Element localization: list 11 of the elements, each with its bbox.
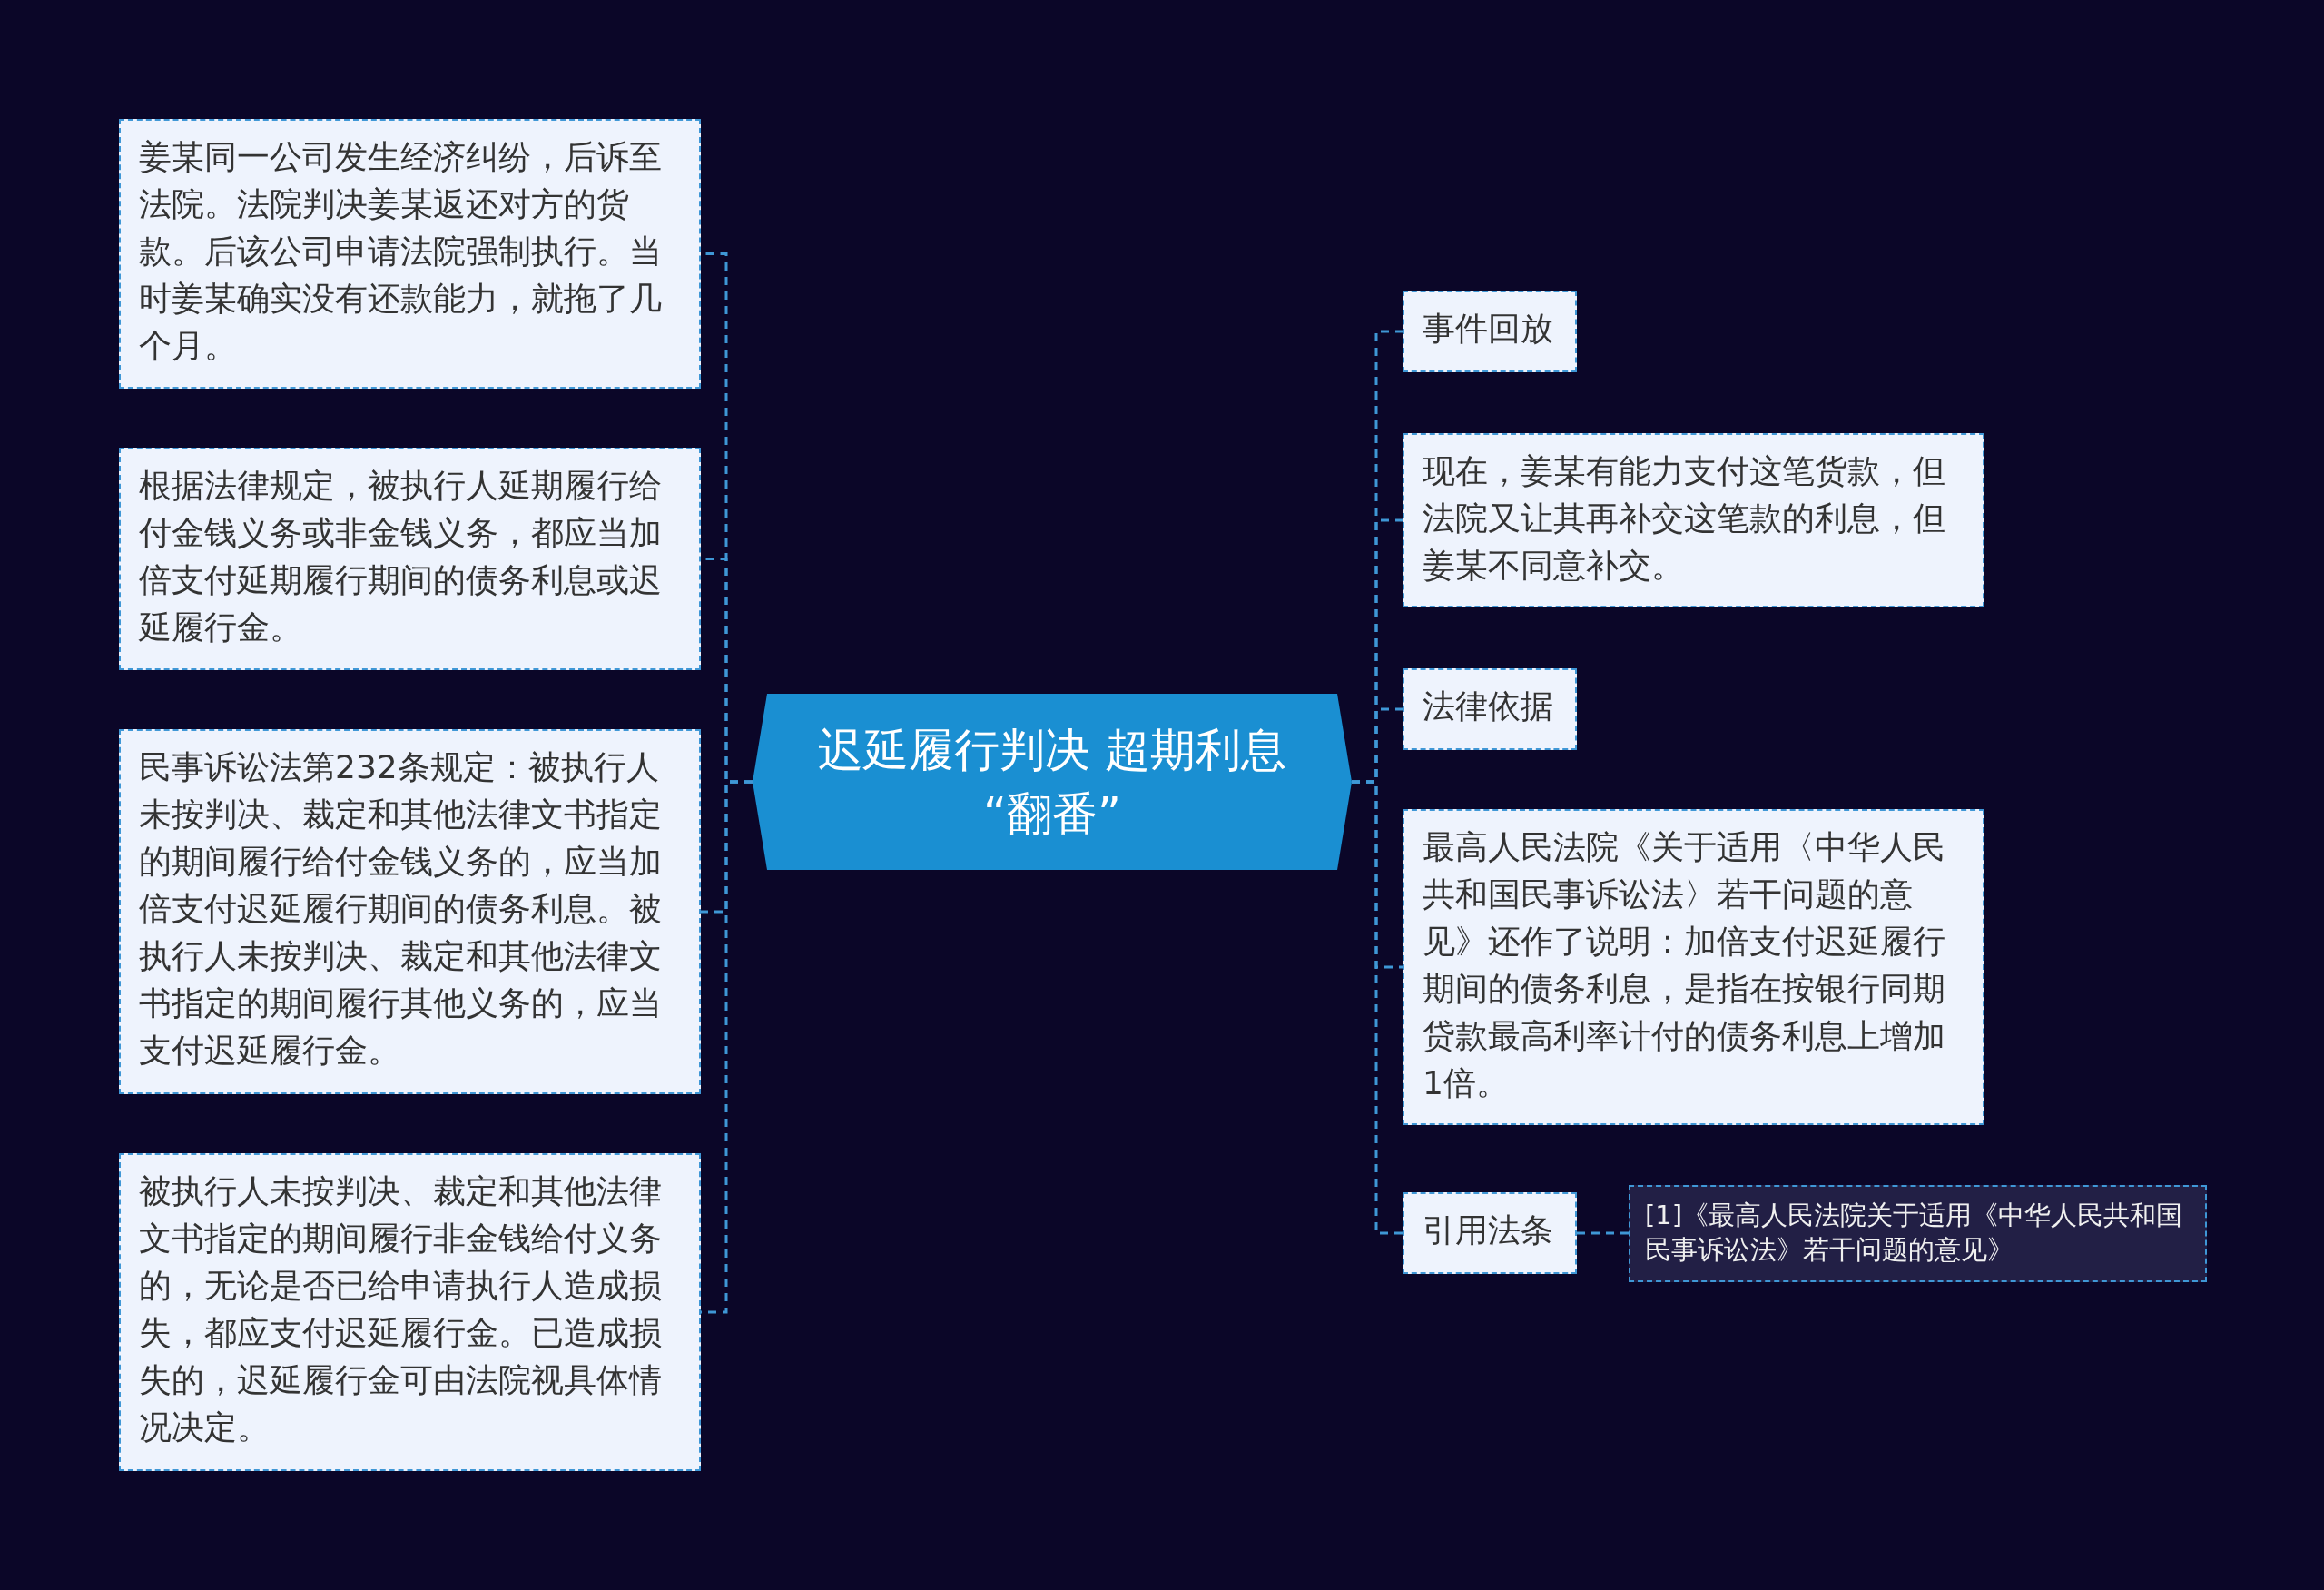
- text-box: 现在，姜某有能力支付这笔货款，但法院又让其再补交这笔款的利息，但姜某不同意补交。: [1403, 433, 1984, 607]
- text-box: 民事诉讼法第232条规定：被执行人未按判决、裁定和其他法律文书指定的期间履行给付金钱义务的，应当加倍支付迟延履行期间的债务利息。被执行人未按判决、裁定和其他法律文书指定的期间履行其他义务的，应当支付迟延履行金。: [119, 729, 701, 1094]
- text-box: 最高人民法院《关于适用〈中华人民共和国民事诉讼法〉若干问题的意见》还作了说明：加倍支付迟延履行期间的债务利息，是指在按银行同期贷款最高利率计付的债务利息上增加1倍。: [1403, 809, 1984, 1125]
- text-box: 姜某同一公司发生经济纠纷，后诉至法院。法院判决姜某返还对方的货款。后该公司申请法院强制执行。当时姜某确实没有还款能力，就拖了几个月。: [119, 119, 701, 389]
- text-box: 引用法条: [1403, 1192, 1577, 1274]
- connector-line: [1577, 1231, 1629, 1235]
- text-box: 根据法律规定，被执行人延期履行给付金钱义务或非金钱义务，都应当加倍支付延期履行期间的债务利息或迟延履行金。: [119, 448, 701, 670]
- text-box: 法律依据: [1403, 668, 1577, 750]
- text-box: 被执行人未按判决、裁定和其他法律文书指定的期间履行非金钱给付义务的，无论是否已给申请执行人造成损失，都应支付迟延履行金。已造成损失的，迟延履行金可由法院视具体情况决定。: [119, 1153, 701, 1471]
- text-box: 事件回放: [1403, 291, 1577, 372]
- reference-box: [1]《最高人民法院关于适用《中华人民共和国民事诉讼法》若干问题的意见》: [1629, 1185, 2207, 1282]
